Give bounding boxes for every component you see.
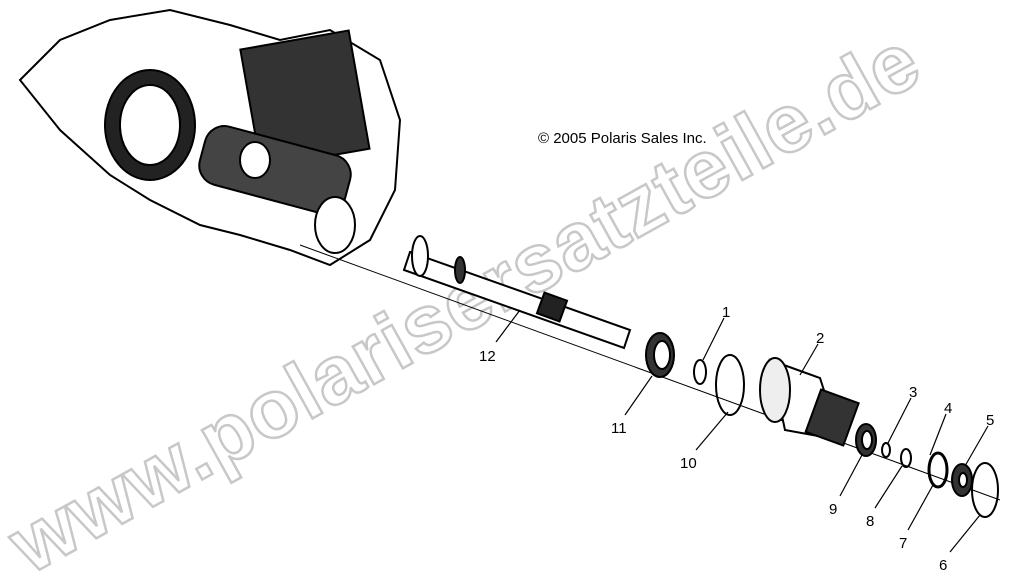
callout-11: 11: [611, 420, 627, 437]
callout-12: 12: [479, 348, 496, 365]
callout-9: 9: [829, 501, 837, 518]
part-oring-10: [715, 354, 745, 416]
callout-5: 5: [986, 412, 994, 429]
callout-3: 3: [909, 384, 917, 401]
part-oring-6: [971, 462, 999, 518]
part-shaft: [402, 235, 632, 350]
gearbox-housing: [18, 8, 402, 267]
copyright-notice: © 2005 Polaris Sales Inc.: [538, 130, 707, 147]
part-bearing-9: [855, 423, 877, 457]
part-bearing-11: [645, 332, 675, 378]
part-snapring-4: [927, 451, 949, 489]
callout-7: 7: [899, 535, 907, 552]
part-ring-3: [881, 442, 891, 458]
leader-lines: [495, 309, 989, 553]
callout-10: 10: [680, 455, 697, 472]
part-nut-5: [951, 463, 973, 497]
callout-6: 6: [939, 557, 947, 574]
part-ring-8: [900, 448, 912, 468]
callout-8: 8: [866, 513, 874, 530]
callout-1: 1: [722, 304, 730, 321]
callout-2: 2: [816, 330, 824, 347]
part-clutch-2: [759, 357, 860, 447]
callout-4: 4: [944, 400, 952, 417]
part-ring-1: [693, 359, 707, 385]
